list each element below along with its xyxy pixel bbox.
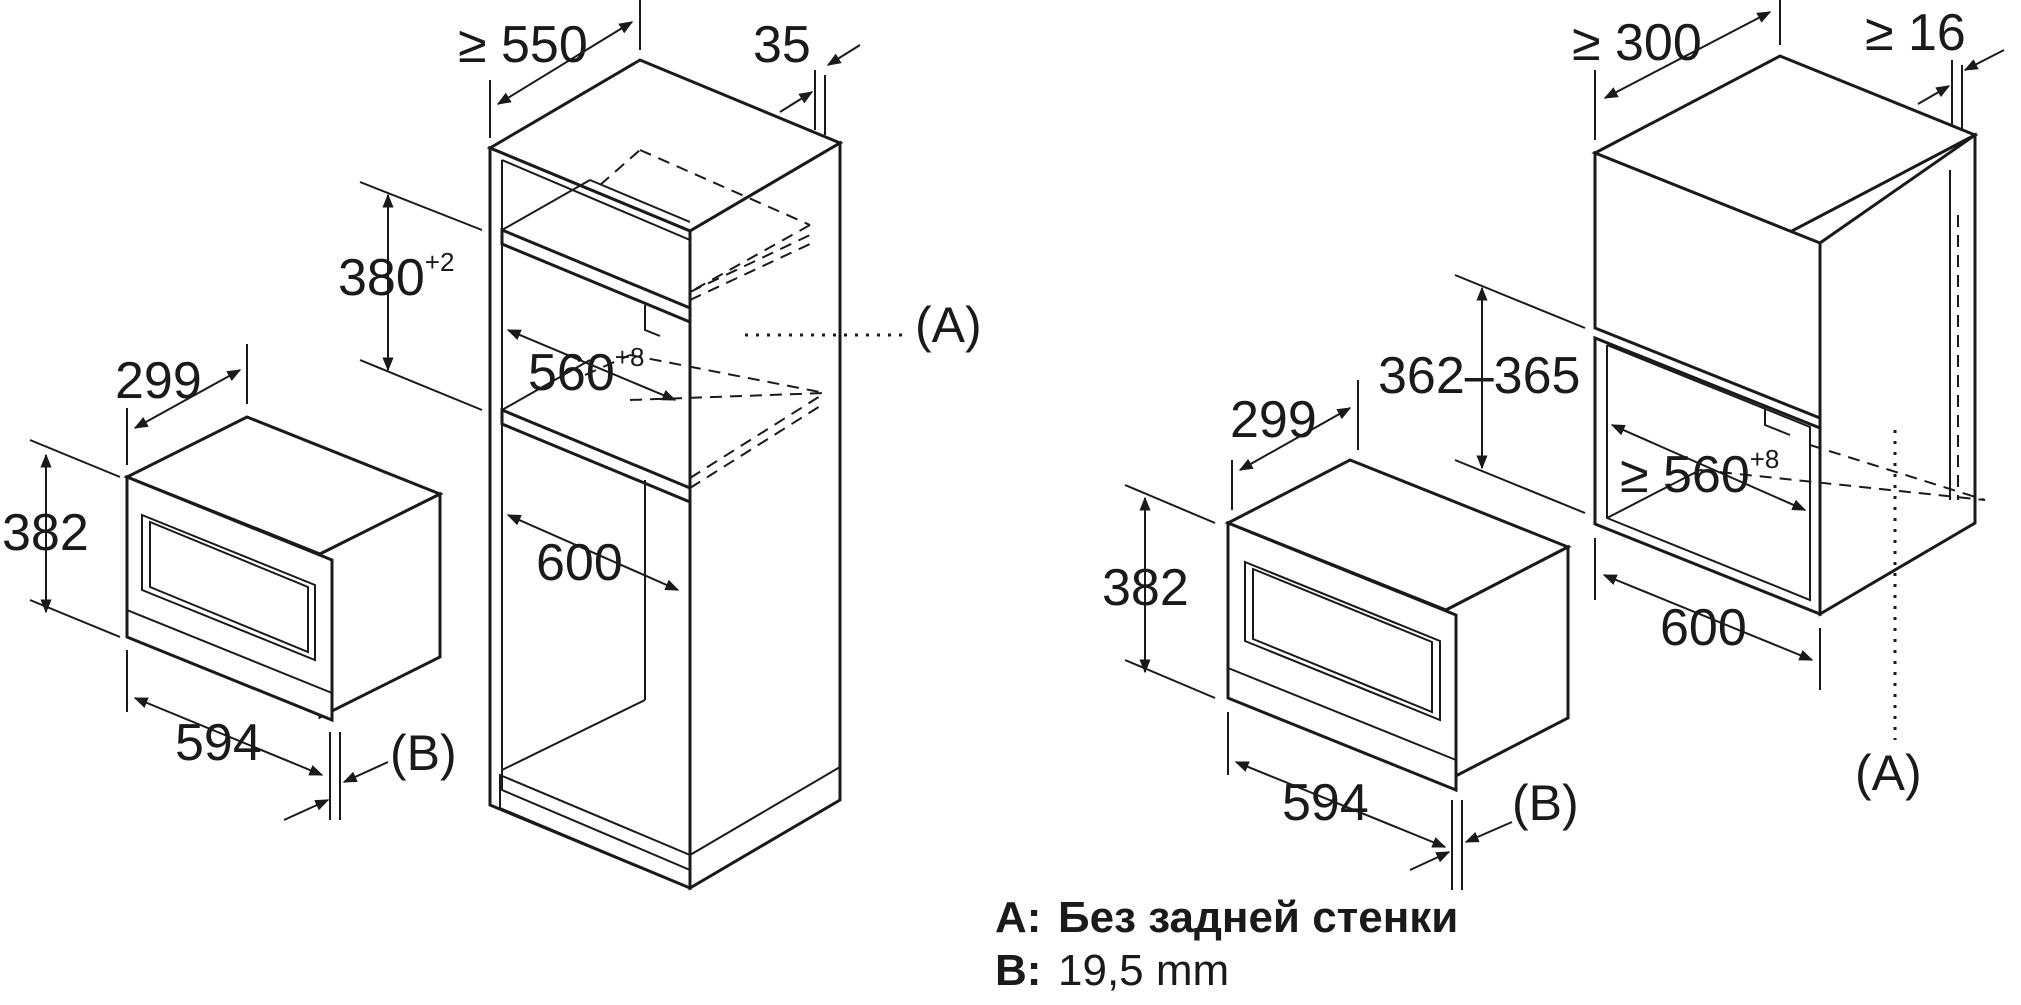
tall-cabinet-marker-a: (A) <box>915 297 982 353</box>
right-oven-window <box>1244 560 1441 722</box>
left-oven-depth-label: 299 <box>115 352 202 410</box>
legend-b-key: B: <box>995 946 1041 995</box>
legend: A: Без задней стенки B: 19,5 mm <box>995 893 1458 995</box>
wall-cabinet-marker-a: (A) <box>1855 745 1922 801</box>
tall-cabinet-inner-depth-label: 600 <box>536 534 623 592</box>
tall-cabinet-upper-shelf <box>500 227 692 325</box>
tall-cabinet-lower-shelf <box>500 407 692 505</box>
right-oven-marker-b: (B) <box>1512 775 1579 831</box>
tall-cabinet-dimensions: ≥ 550 35 380+2 560+8 600 (A) <box>338 0 982 592</box>
tall-cabinet-depth-label: ≥ 550 <box>458 16 588 74</box>
wall-cabinet-niche-width-label: ≥ 560+8 <box>1620 444 1779 504</box>
right-oven-front <box>1226 520 1458 793</box>
wall-cabinet-niche-height-label: 362–365 <box>1378 347 1580 405</box>
tall-cabinet-niche-width-label: 560+8 <box>528 342 644 402</box>
left-oven-front <box>125 474 334 723</box>
wall-cabinet <box>1591 54 1986 617</box>
tall-cabinet-front <box>488 145 692 891</box>
legend-a-key: A: <box>995 893 1041 942</box>
legend-b-text: 19,5 mm <box>1058 946 1229 995</box>
right-oven-width-label: 594 <box>1282 774 1369 832</box>
tall-cabinet-niche-height-label: 380+2 <box>338 247 454 307</box>
right-oven-dimensions: 299 382 594 (B) <box>1102 380 1579 890</box>
wall-cabinet-inner-depth-label: 600 <box>1660 599 1747 657</box>
tall-cabinet-side-label: 35 <box>753 16 811 74</box>
wall-cabinet-side-label: ≥ 16 <box>1865 4 1966 62</box>
right-oven-depth-label: 299 <box>1230 391 1317 449</box>
left-oven-window <box>141 513 316 662</box>
wall-cabinet-side <box>1818 132 1977 617</box>
right-oven <box>1224 458 1572 793</box>
right-oven-height-label: 382 <box>1102 559 1189 617</box>
left-oven-marker-b: (B) <box>390 725 457 781</box>
tall-cabinet <box>486 58 844 891</box>
left-oven-dimensions: 299 382 594 (B) <box>2 344 457 821</box>
wall-cabinet-depth-label: ≥ 300 <box>1572 14 1702 72</box>
wall-cabinet-dimensions: ≥ 300 ≥ 16 362–365 ≥ 560+8 600 (A) <box>1378 0 2005 801</box>
legend-a-text: Без задней стенки <box>1058 893 1458 942</box>
left-oven-height-label: 382 <box>2 504 89 562</box>
tall-cabinet-side <box>688 140 842 891</box>
left-oven <box>123 415 444 723</box>
left-oven-width-label: 594 <box>175 714 262 772</box>
